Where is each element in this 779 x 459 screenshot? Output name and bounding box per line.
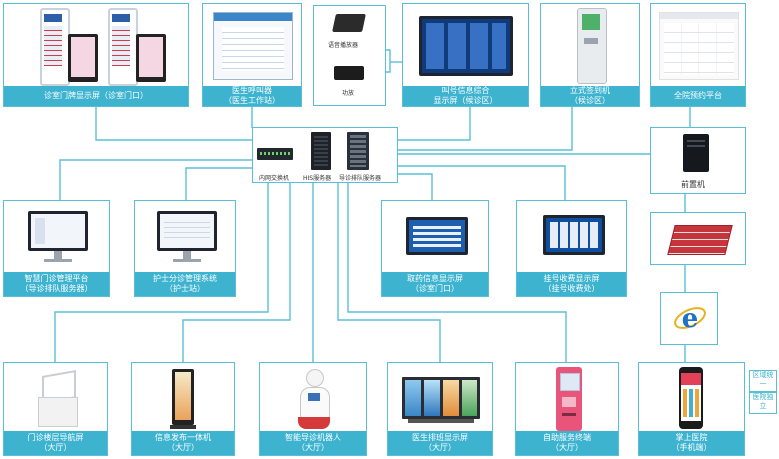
self-service-label: 自助服务终端 （大厅） [516, 431, 618, 455]
card-robot: 智能导诊机器人 （大厅） [259, 362, 367, 456]
card-pharmacy-screen: 取药信息显示屏 （诊室门口） [381, 200, 489, 297]
doctor-caller-label: 医生呼叫器 （医生工作站） [203, 86, 301, 106]
queue-server-label: 导诊排队服务器 [339, 175, 382, 182]
appointment-platform-label: 全院预约平台 [651, 86, 745, 106]
queue-screen-illustration [419, 16, 513, 76]
card-cashier-screen: 挂号收费显示屏 （挂号收费处） [516, 200, 627, 297]
info-release-label: 信息发布一体机 （大厅） [132, 431, 234, 455]
duty-screen-illustration [402, 377, 480, 423]
card-front-server: 前置机 [650, 127, 746, 194]
door-screen-label: 诊室门牌显示屏（诊室门口） [4, 86, 188, 106]
card-nurse-system: 护士分诊管理系统 （护士站） [134, 200, 236, 297]
card-floor-nav: 门诊楼层导航屏 （大厅） [3, 362, 108, 456]
tower-server-icon [683, 134, 709, 172]
voice-player-icon [332, 14, 366, 32]
floor-nav-label: 门诊楼层导航屏 （大厅） [4, 431, 107, 455]
card-queue-screen: 叫号信息综合 显示屏（候诊区） [402, 3, 529, 107]
queue-server-icon [347, 132, 369, 170]
amplifier-label: 功放 [342, 90, 355, 97]
svg-text:e: e [682, 304, 699, 334]
firewall-icon [667, 225, 733, 255]
mobile-hospital-label: 掌上医院 （手机端） [639, 431, 744, 455]
mgmt-platform-label: 智慧门诊管理平台 （导诊排队服务器） [4, 272, 109, 296]
nurse-system-label: 护士分诊管理系统 （护士站） [135, 272, 235, 296]
card-browser: e [660, 292, 718, 345]
card-door-screen: 诊室门牌显示屏（诊室门口） [3, 3, 189, 107]
card-self-service: 自助服务终端 （大厅） [515, 362, 619, 456]
card-center-servers: 内网交换机 HIS服务器 导诊排队服务器 [252, 127, 398, 183]
card-duty-screen: 医生排班显示屏 （大厅） [387, 362, 493, 456]
card-info-release: 信息发布一体机 （大厅） [131, 362, 235, 456]
cashier-screen-illustration [543, 215, 605, 255]
robot-illustration [296, 369, 332, 431]
duty-screen-label: 医生排班显示屏 （大厅） [388, 431, 492, 455]
side-note-independent: 医院独立 [749, 392, 777, 414]
his-server-label: HIS服务器 [303, 175, 332, 182]
card-kiosk-signin: 立式签到机 （候诊区） [540, 3, 640, 107]
side-note-regional: 区域统一 [749, 370, 777, 392]
front-server-label: 前置机 [681, 180, 705, 189]
self-service-kiosk-illustration [556, 367, 582, 431]
cashier-screen-label: 挂号收费显示屏 （挂号收费处） [517, 272, 626, 296]
mgmt-monitor-illustration [28, 211, 88, 251]
pharmacy-screen-label: 取药信息显示屏 （诊室门口） [382, 272, 488, 296]
card-mobile-hospital: 掌上医院 （手机端） [638, 362, 745, 456]
card-appointment-platform: 全院预约平台 [650, 3, 746, 107]
internet-explorer-icon: e [673, 301, 707, 335]
info-kiosk-illustration [170, 369, 196, 431]
switch-label: 内网交换机 [259, 175, 290, 182]
amplifier-icon [334, 66, 364, 80]
kiosk-illustration [577, 8, 607, 84]
mobile-phone-illustration [679, 367, 703, 429]
pharmacy-screen-illustration [406, 217, 468, 255]
card-firewall [650, 212, 746, 265]
caller-screen-illustration [213, 12, 293, 80]
card-audio-devices: 语音播放器 功放 [313, 5, 386, 106]
door-screen-illustration [4, 4, 188, 88]
queue-screen-label: 叫号信息综合 显示屏（候诊区） [403, 86, 528, 106]
floor-nav-illustration [34, 370, 84, 427]
voice-player-label: 语音播放器 [328, 42, 359, 49]
nurse-monitor-illustration [157, 211, 217, 251]
card-mgmt-platform: 智慧门诊管理平台 （导诊排队服务器） [3, 200, 110, 297]
calendar-illustration [659, 12, 739, 80]
network-switch-icon [257, 148, 293, 160]
his-server-icon [311, 132, 331, 170]
card-doctor-caller: 医生呼叫器 （医生工作站） [202, 3, 302, 107]
robot-label: 智能导诊机器人 （大厅） [260, 431, 366, 455]
kiosk-signin-label: 立式签到机 （候诊区） [541, 86, 639, 106]
